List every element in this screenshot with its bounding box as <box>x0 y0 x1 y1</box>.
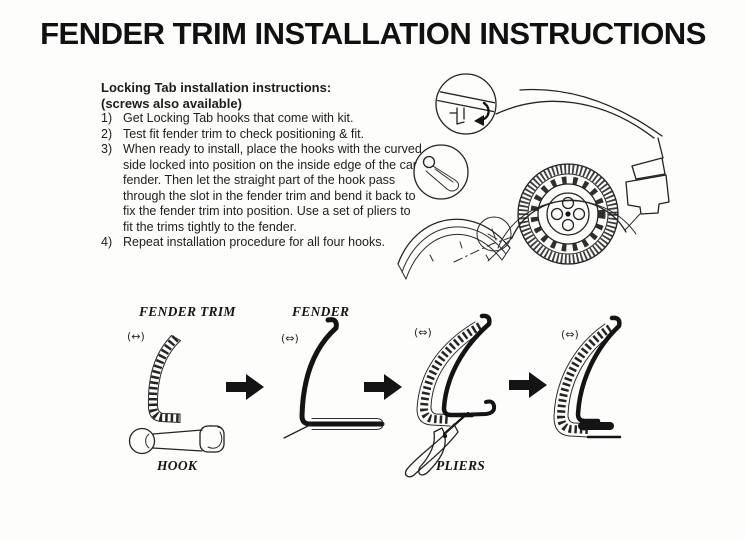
step-arrow-icon <box>509 372 547 398</box>
instruction-step-2: 2) Test fit fender trim to check positio… <box>101 127 423 143</box>
step-arrow-icon <box>226 374 264 400</box>
hood-edge-line <box>520 89 662 136</box>
instructions-heading: Locking Tab installation instructions: <box>101 80 332 95</box>
step-text: Test fit fender trim to check positionin… <box>123 126 365 141</box>
front-edge-line <box>658 138 663 158</box>
bumper-outline <box>626 175 669 214</box>
car-fender-illustration <box>396 62 684 304</box>
step-number: 4) <box>101 235 113 249</box>
body-connector-line <box>625 214 640 230</box>
panel1-part-label: HOOK <box>157 458 198 473</box>
instructions-subheading: (screws also available) <box>101 95 242 111</box>
hook-bend-callout <box>435 74 496 134</box>
step-number: 1) <box>101 111 113 125</box>
panel3-size-marker: (⇔) <box>414 326 432 339</box>
step-text: When ready to install, place the hooks w… <box>123 142 422 234</box>
wheel-drawing <box>518 164 618 264</box>
instructions-block: Locking Tab installation instructions: (… <box>101 80 423 251</box>
hook-diagram <box>122 420 230 462</box>
hood-line <box>496 101 654 138</box>
panel3-part-label: PLIERS <box>436 458 486 473</box>
step-text: Get Locking Tab hooks that come with kit… <box>123 111 354 125</box>
finished-assembly-diagram <box>548 316 660 446</box>
step-number: 2) <box>101 126 113 141</box>
pliers-drawing <box>406 413 468 477</box>
hook-part-callout <box>414 145 468 199</box>
panel4-size-marker: (⇔) <box>561 328 579 341</box>
fender-trim-diagram <box>138 332 202 428</box>
pliers-install-diagram <box>398 312 522 482</box>
instruction-step-1: 1) Get Locking Tab hooks that come with … <box>101 111 423 127</box>
step-number: 3) <box>101 142 113 156</box>
fender-trim-part-drawing <box>398 217 511 279</box>
sill-dash-line <box>454 237 512 262</box>
step-arrow-icon <box>364 374 402 400</box>
instruction-step-4: 4) Repeat installation procedure for all… <box>101 235 423 251</box>
page-title: FENDER TRIM INSTALLATION INSTRUCTIONS <box>40 16 706 51</box>
panel1-size-marker: (↔) <box>127 330 145 343</box>
step-text: Repeat installation procedure for all fo… <box>123 235 385 249</box>
panel2-size-marker: (⇔) <box>281 332 299 345</box>
fender-diagram <box>278 316 402 442</box>
headlight-outline <box>632 158 665 179</box>
panel2-title: FENDER <box>292 304 350 319</box>
instruction-step-3: 3) When ready to install, place the hook… <box>101 142 423 235</box>
panel1-title: FENDER TRIM <box>139 304 236 319</box>
